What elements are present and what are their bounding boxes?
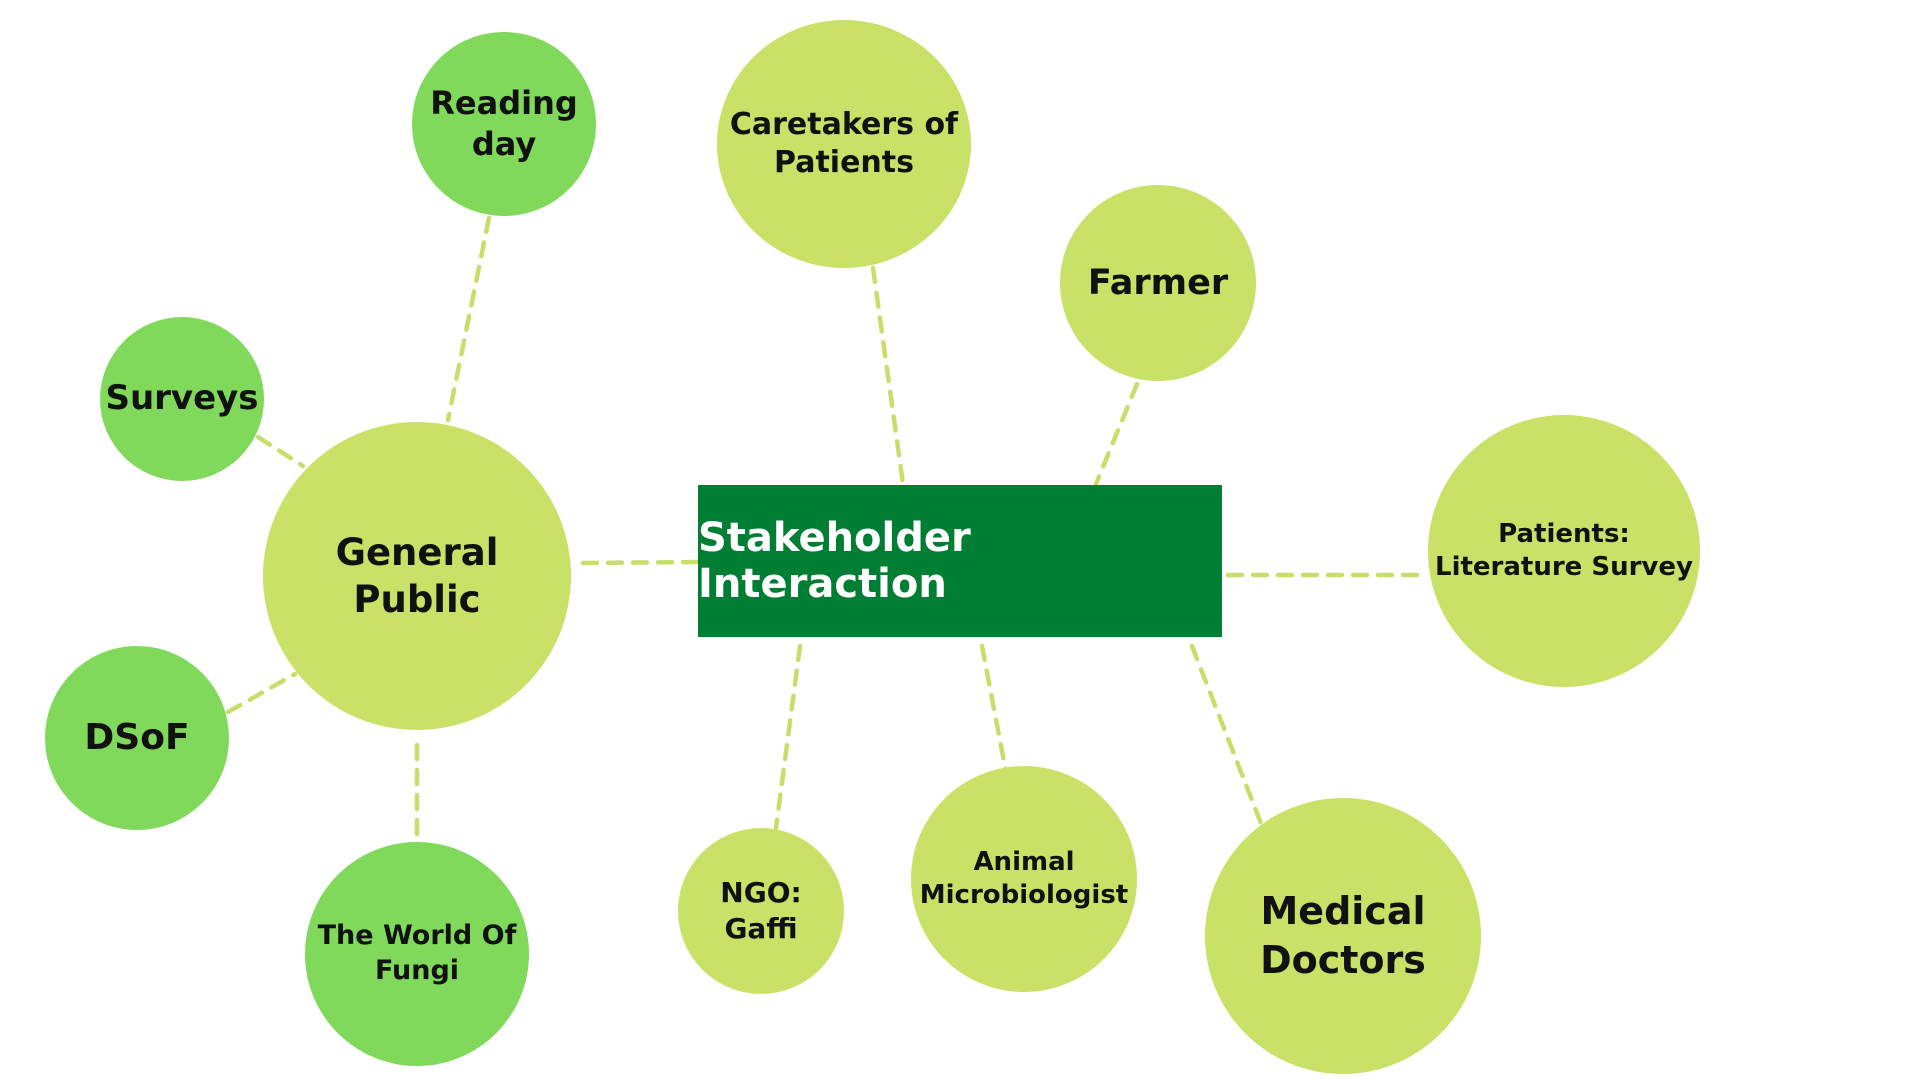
node-patients-literature-survey[interactable]: Patients: Literature Survey [1428, 415, 1700, 687]
node-label: Reading day [430, 84, 578, 163]
node-label: DSoF [84, 716, 190, 758]
connector-ngo-center [773, 643, 803, 831]
node-label: NGO: Gaffi [720, 876, 802, 945]
node-surveys[interactable]: Surveys [100, 317, 264, 481]
node-reading-day[interactable]: Reading day [412, 32, 596, 216]
center-node-stakeholder-interaction[interactable]: Stakeholder Interaction [698, 485, 1222, 637]
connector-farmer-center [1093, 381, 1140, 487]
node-dsof[interactable]: DSoF [45, 646, 229, 830]
connector-medical-center [1189, 643, 1265, 829]
node-world-of-fungi[interactable]: The World Of Fungi [305, 842, 529, 1066]
node-label: Farmer [1087, 262, 1229, 303]
node-label: General Public [335, 530, 499, 621]
node-farmer[interactable]: Farmer [1060, 185, 1256, 381]
node-caretakers-of-patients[interactable]: Caretakers of Patients [717, 20, 971, 268]
connector-general-center [580, 559, 701, 566]
connector-animal-center [979, 643, 1009, 775]
center-node-label: Stakeholder Interaction [698, 515, 971, 607]
connector-reading-general [445, 215, 492, 423]
node-label: Medical Doctors [1260, 889, 1426, 982]
node-label: Patients: Literature Survey [1435, 518, 1693, 582]
connector-surveys-general [255, 434, 306, 469]
node-medical-doctors[interactable]: Medical Doctors [1205, 798, 1481, 1074]
node-label: The World Of Fungi [317, 920, 517, 986]
node-label: Surveys [105, 378, 259, 419]
node-animal-microbiologist[interactable]: Animal Microbiologist [911, 766, 1137, 992]
connector-dsof-general [225, 671, 298, 715]
node-general-public[interactable]: General Public [263, 422, 571, 730]
node-ngo-gaffi[interactable]: NGO: Gaffi [678, 828, 844, 994]
node-label: Caretakers of Patients [729, 106, 959, 180]
node-label: Animal Microbiologist [919, 846, 1129, 910]
connector-caretakers-center [870, 265, 906, 487]
